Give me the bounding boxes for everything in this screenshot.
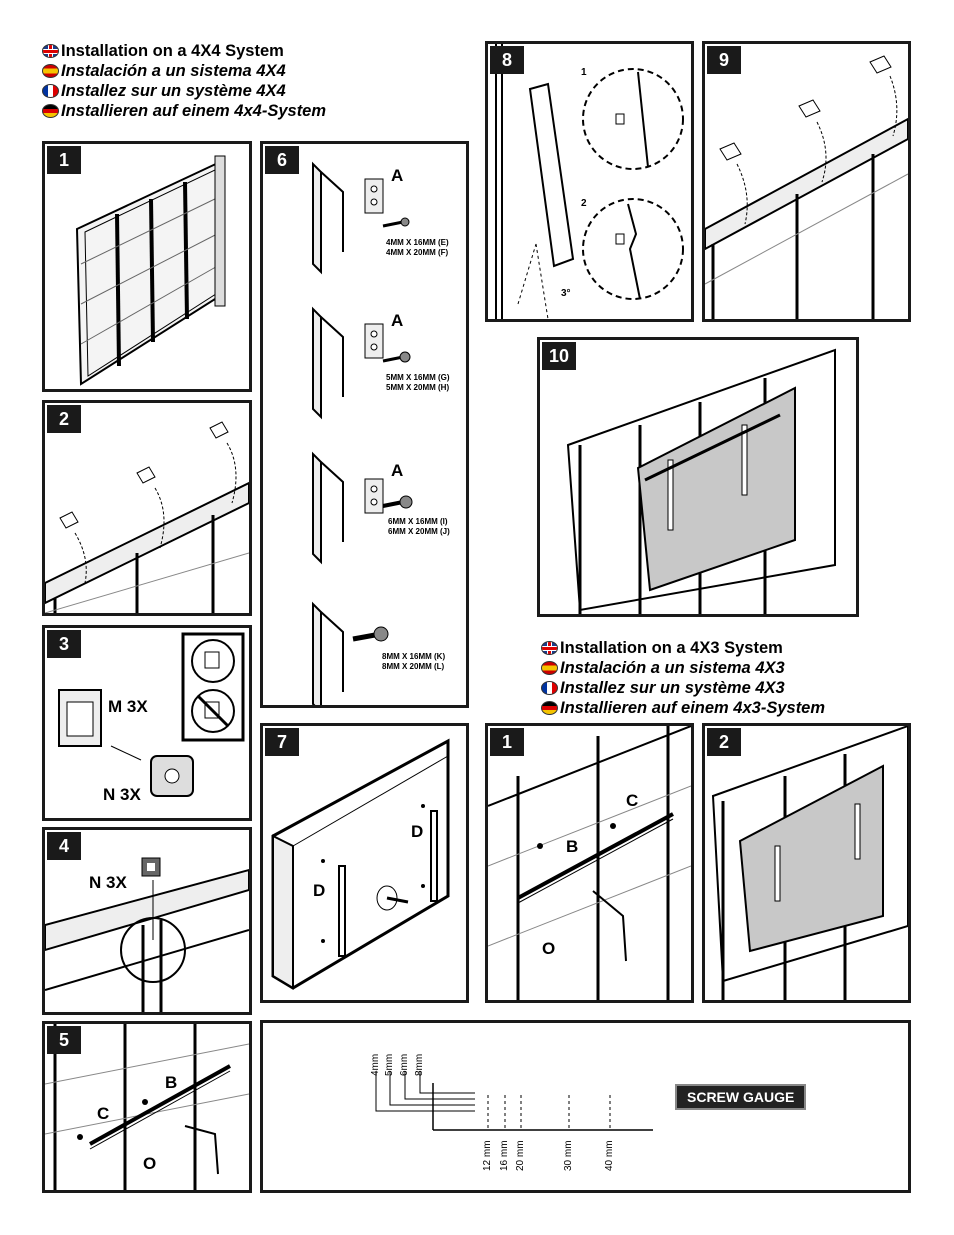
hang-display-detail-illustration xyxy=(495,44,684,319)
tilt-angle-label: 3° xyxy=(561,288,571,299)
screw-size-k-l: 8MM X 16MM (K)8MM X 20MM (L) xyxy=(382,652,446,671)
france-flag-icon xyxy=(42,84,59,98)
spacer-m-label: M 3X xyxy=(108,697,148,716)
step-number: 4 xyxy=(47,832,81,860)
screw-a-label: A xyxy=(391,461,404,480)
gauge-length-40mm: 40 mm xyxy=(604,1140,615,1171)
step-number: 1 xyxy=(47,146,81,174)
step-number: 3 xyxy=(47,630,81,658)
step-number: 5 xyxy=(47,1026,81,1054)
step-number: 2 xyxy=(707,728,741,756)
nut-n-label: N 3X xyxy=(89,873,127,892)
germany-flag-icon xyxy=(541,701,558,715)
gauge-length-30mm: 30 mm xyxy=(563,1140,574,1171)
screw-gauge-panel: 4mm 5mm 6mm 8mm 12 mm 16 mm 20 mm 30 mm … xyxy=(260,1020,911,1193)
step-4x3-2-panel: 2 xyxy=(702,723,911,1003)
step-7-panel: 7 D D xyxy=(260,723,469,1003)
spain-flag-icon xyxy=(42,64,59,78)
bolt-c-label: C xyxy=(97,1104,110,1123)
mounted-display-4x3-illustration xyxy=(711,726,908,1000)
step-4-panel: 4 N 3X xyxy=(42,827,252,1015)
detail-2-label: 2 xyxy=(581,198,587,209)
step-number: 6 xyxy=(265,146,299,174)
screw-gauge-ruler xyxy=(375,1071,653,1131)
nut-n-label: N 3X xyxy=(103,785,141,804)
mounting-bracket-screws-illustration xyxy=(312,161,413,705)
step-6-panel: 6 A 4MM X 16MM (E)4MM X 20MM (F) A 5MM X… xyxy=(260,141,469,708)
step-3-panel: 3 M 3X N 3X xyxy=(42,625,252,821)
spain-flag-icon xyxy=(541,661,558,675)
gauge-diameter-5mm: 5mm xyxy=(384,1053,395,1076)
bolt-c-label: C xyxy=(626,791,639,810)
rail-assembly-4x3-illustration xyxy=(488,726,691,1000)
header-4x3-en: Installation on a 4X3 System xyxy=(541,638,825,658)
bracket-d-label: D xyxy=(411,822,424,841)
header-4x4-fr: Installez sur un système 4X4 xyxy=(42,81,326,101)
step-number: 1 xyxy=(490,728,524,756)
spacer-and-nut-illustration xyxy=(58,632,245,797)
step-1-panel: 1 xyxy=(42,141,252,392)
header-4x4-de: Installieren auf einem 4x4-System xyxy=(42,101,326,121)
step-8-panel: 8 1 2 3° xyxy=(485,41,694,322)
top-caps-illustration xyxy=(705,55,908,319)
nut-insert-illustration xyxy=(45,857,249,1012)
gauge-diameter-4mm: 4mm xyxy=(370,1053,381,1076)
frame-grid-illustration xyxy=(75,155,226,386)
header-4x3-es: Instalación a un sistema 4X3 xyxy=(541,658,825,678)
step-number: 10 xyxy=(542,342,576,370)
header-4x4-en: Installation on a 4X4 System xyxy=(42,41,326,61)
header-4x3-fr: Installez sur un système 4X3 xyxy=(541,678,825,698)
germany-flag-icon xyxy=(42,104,59,118)
gauge-length-12mm: 12 mm xyxy=(482,1140,493,1171)
step-number: 2 xyxy=(47,405,81,433)
step-number: 9 xyxy=(707,46,741,74)
step-number: 8 xyxy=(490,46,524,74)
bracket-o-label: O xyxy=(143,1154,157,1173)
gauge-length-20mm: 20 mm xyxy=(515,1140,526,1171)
bracket-d-label: D xyxy=(313,881,326,900)
gauge-diameter-6mm: 6mm xyxy=(399,1053,410,1076)
step-9-panel: 9 xyxy=(702,41,911,322)
header-4x3: Installation on a 4X3 System Instalación… xyxy=(541,638,825,718)
uk-flag-icon xyxy=(541,641,558,655)
uk-flag-icon xyxy=(42,44,59,58)
gauge-diameter-8mm: 8mm xyxy=(414,1053,425,1076)
step-10-panel: 10 xyxy=(537,337,859,617)
rail-b-label: B xyxy=(566,837,579,856)
rail-b-label: B xyxy=(165,1073,178,1092)
bracket-o-label: O xyxy=(542,939,556,958)
screw-size-e-f: 4MM X 16MM (E)4MM X 20MM (F) xyxy=(386,238,449,257)
end-caps-illustration xyxy=(45,421,249,613)
gauge-length-16mm: 16 mm xyxy=(499,1140,510,1171)
detail-1-label: 1 xyxy=(581,67,587,78)
header-4x3-de: Installieren auf einem 4x3-System xyxy=(541,698,825,718)
step-number: 7 xyxy=(265,728,299,756)
rail-assembly-illustration xyxy=(45,1024,249,1190)
header-4x4-es: Instalación a un sistema 4X4 xyxy=(42,61,326,81)
screw-a-label: A xyxy=(391,311,404,330)
display-brackets-illustration xyxy=(271,738,450,990)
step-5-panel: 5 B C O xyxy=(42,1021,252,1193)
france-flag-icon xyxy=(541,681,558,695)
mounted-display-illustration xyxy=(566,348,836,614)
screw-size-i-j: 6MM X 16MM (I)6MM X 20MM (J) xyxy=(388,517,450,536)
screw-gauge-badge: SCREW GAUGE xyxy=(675,1084,807,1110)
screw-a-label: A xyxy=(391,166,404,185)
step-4x3-1-panel: 1 C B O xyxy=(485,723,694,1003)
step-2-panel: 2 xyxy=(42,400,252,616)
header-4x4: Installation on a 4X4 System Instalación… xyxy=(42,41,326,121)
screw-size-g-h: 5MM X 16MM (G)5MM X 20MM (H) xyxy=(386,373,450,392)
